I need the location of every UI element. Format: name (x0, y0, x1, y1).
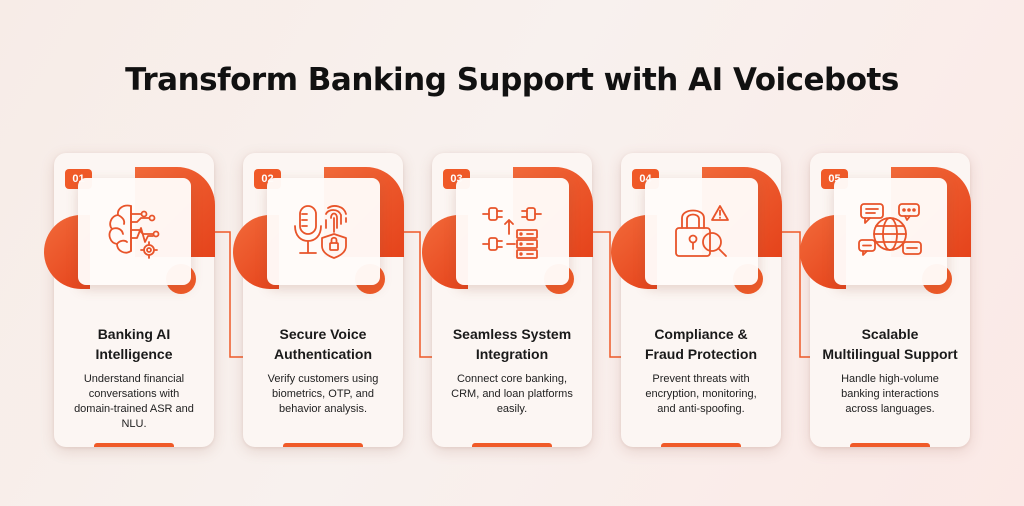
card-bottom-bar (283, 443, 363, 447)
feature-card-integration: 03 Seamless System Integration Connect c… (422, 153, 593, 447)
card-title-line: Secure Voice (279, 326, 367, 342)
card-title-line: Authentication (274, 346, 372, 362)
card-description-line: conversations with (88, 388, 180, 400)
feature-card-voice-auth: 02 Secure Voice Authentication Verify cu… (233, 153, 404, 447)
card-title-line: Compliance & (654, 326, 748, 342)
card-description: Understand financial conversations with … (66, 372, 202, 432)
feature-card-compliance: 04 Compliance & Fraud Protection Prevent… (611, 153, 782, 447)
card-description-line: CRM, and loan platforms (451, 388, 573, 400)
card-title-line: Integration (475, 346, 549, 362)
icon-panel (78, 178, 191, 285)
card-title-line: Banking AI (97, 326, 171, 342)
card-title: Secure Voice Authentication (243, 324, 403, 364)
globe-chat-bubbles-icon (858, 203, 922, 256)
card-bottom-bar (661, 443, 741, 447)
feature-card-banking-ai: 01 Banking AI Intelligence Understand fi… (44, 153, 215, 447)
card-title-line: Intelligence (95, 346, 173, 362)
card-description-line: biometrics, OTP, and (272, 388, 374, 400)
card-description-line: Connect core banking, (456, 373, 568, 385)
plug-server-integration-icon (482, 207, 542, 259)
card-description-line: and anti-spoofing. (657, 403, 745, 415)
card-description-line: encryption, monitoring, (645, 388, 757, 400)
card-description-line: Handle high-volume (841, 373, 939, 385)
card-bottom-bar (94, 443, 174, 447)
card-bottom-bar (850, 443, 930, 447)
card-description-line: behavior analysis. (278, 403, 368, 415)
icon-panel (267, 178, 380, 285)
icon-panel (834, 178, 947, 285)
card-description-line: easily. (496, 403, 528, 415)
card-title: Scalable Multilingual Support (810, 324, 970, 364)
card-description: Verify customers using biometrics, OTP, … (255, 372, 391, 417)
card-description: Handle high-volume banking interactions … (822, 372, 958, 417)
card-description-line: across languages. (845, 403, 935, 415)
card-title-line: Fraud Protection (644, 346, 757, 362)
microphone-fingerprint-shield-icon (294, 205, 347, 259)
card-description: Prevent threats with encryption, monitor… (633, 372, 769, 417)
card-bottom-bar (472, 443, 552, 447)
brain-circuit-icon (108, 204, 160, 259)
card-title-line: Seamless System (452, 326, 572, 342)
card-description-line: Understand financial (83, 373, 185, 385)
card-title: Banking AI Intelligence (54, 324, 214, 364)
card-description-line: Verify customers using (267, 373, 379, 385)
page-title: Transform Banking Support with AI Voiceb… (125, 62, 899, 98)
card-title: Compliance & Fraud Protection (621, 324, 781, 364)
icon-panel (645, 178, 758, 285)
card-description: Connect core banking, CRM, and loan plat… (444, 372, 580, 417)
card-title-line: Multilingual Support (822, 346, 958, 362)
card-description-line: banking interactions (841, 388, 939, 400)
padlock-magnifier-alert-icon (675, 205, 729, 257)
card-description-line: NLU. (121, 418, 147, 430)
icon-panel (456, 178, 569, 285)
card-description-line: domain-trained ASR and (74, 403, 194, 415)
card-title: Seamless System Integration (432, 324, 592, 364)
card-title-line: Scalable (861, 326, 919, 342)
feature-card-multilingual: 05 Scalable Multilingual Support Handle … (800, 153, 971, 447)
card-description-line: Prevent threats with (652, 373, 750, 385)
